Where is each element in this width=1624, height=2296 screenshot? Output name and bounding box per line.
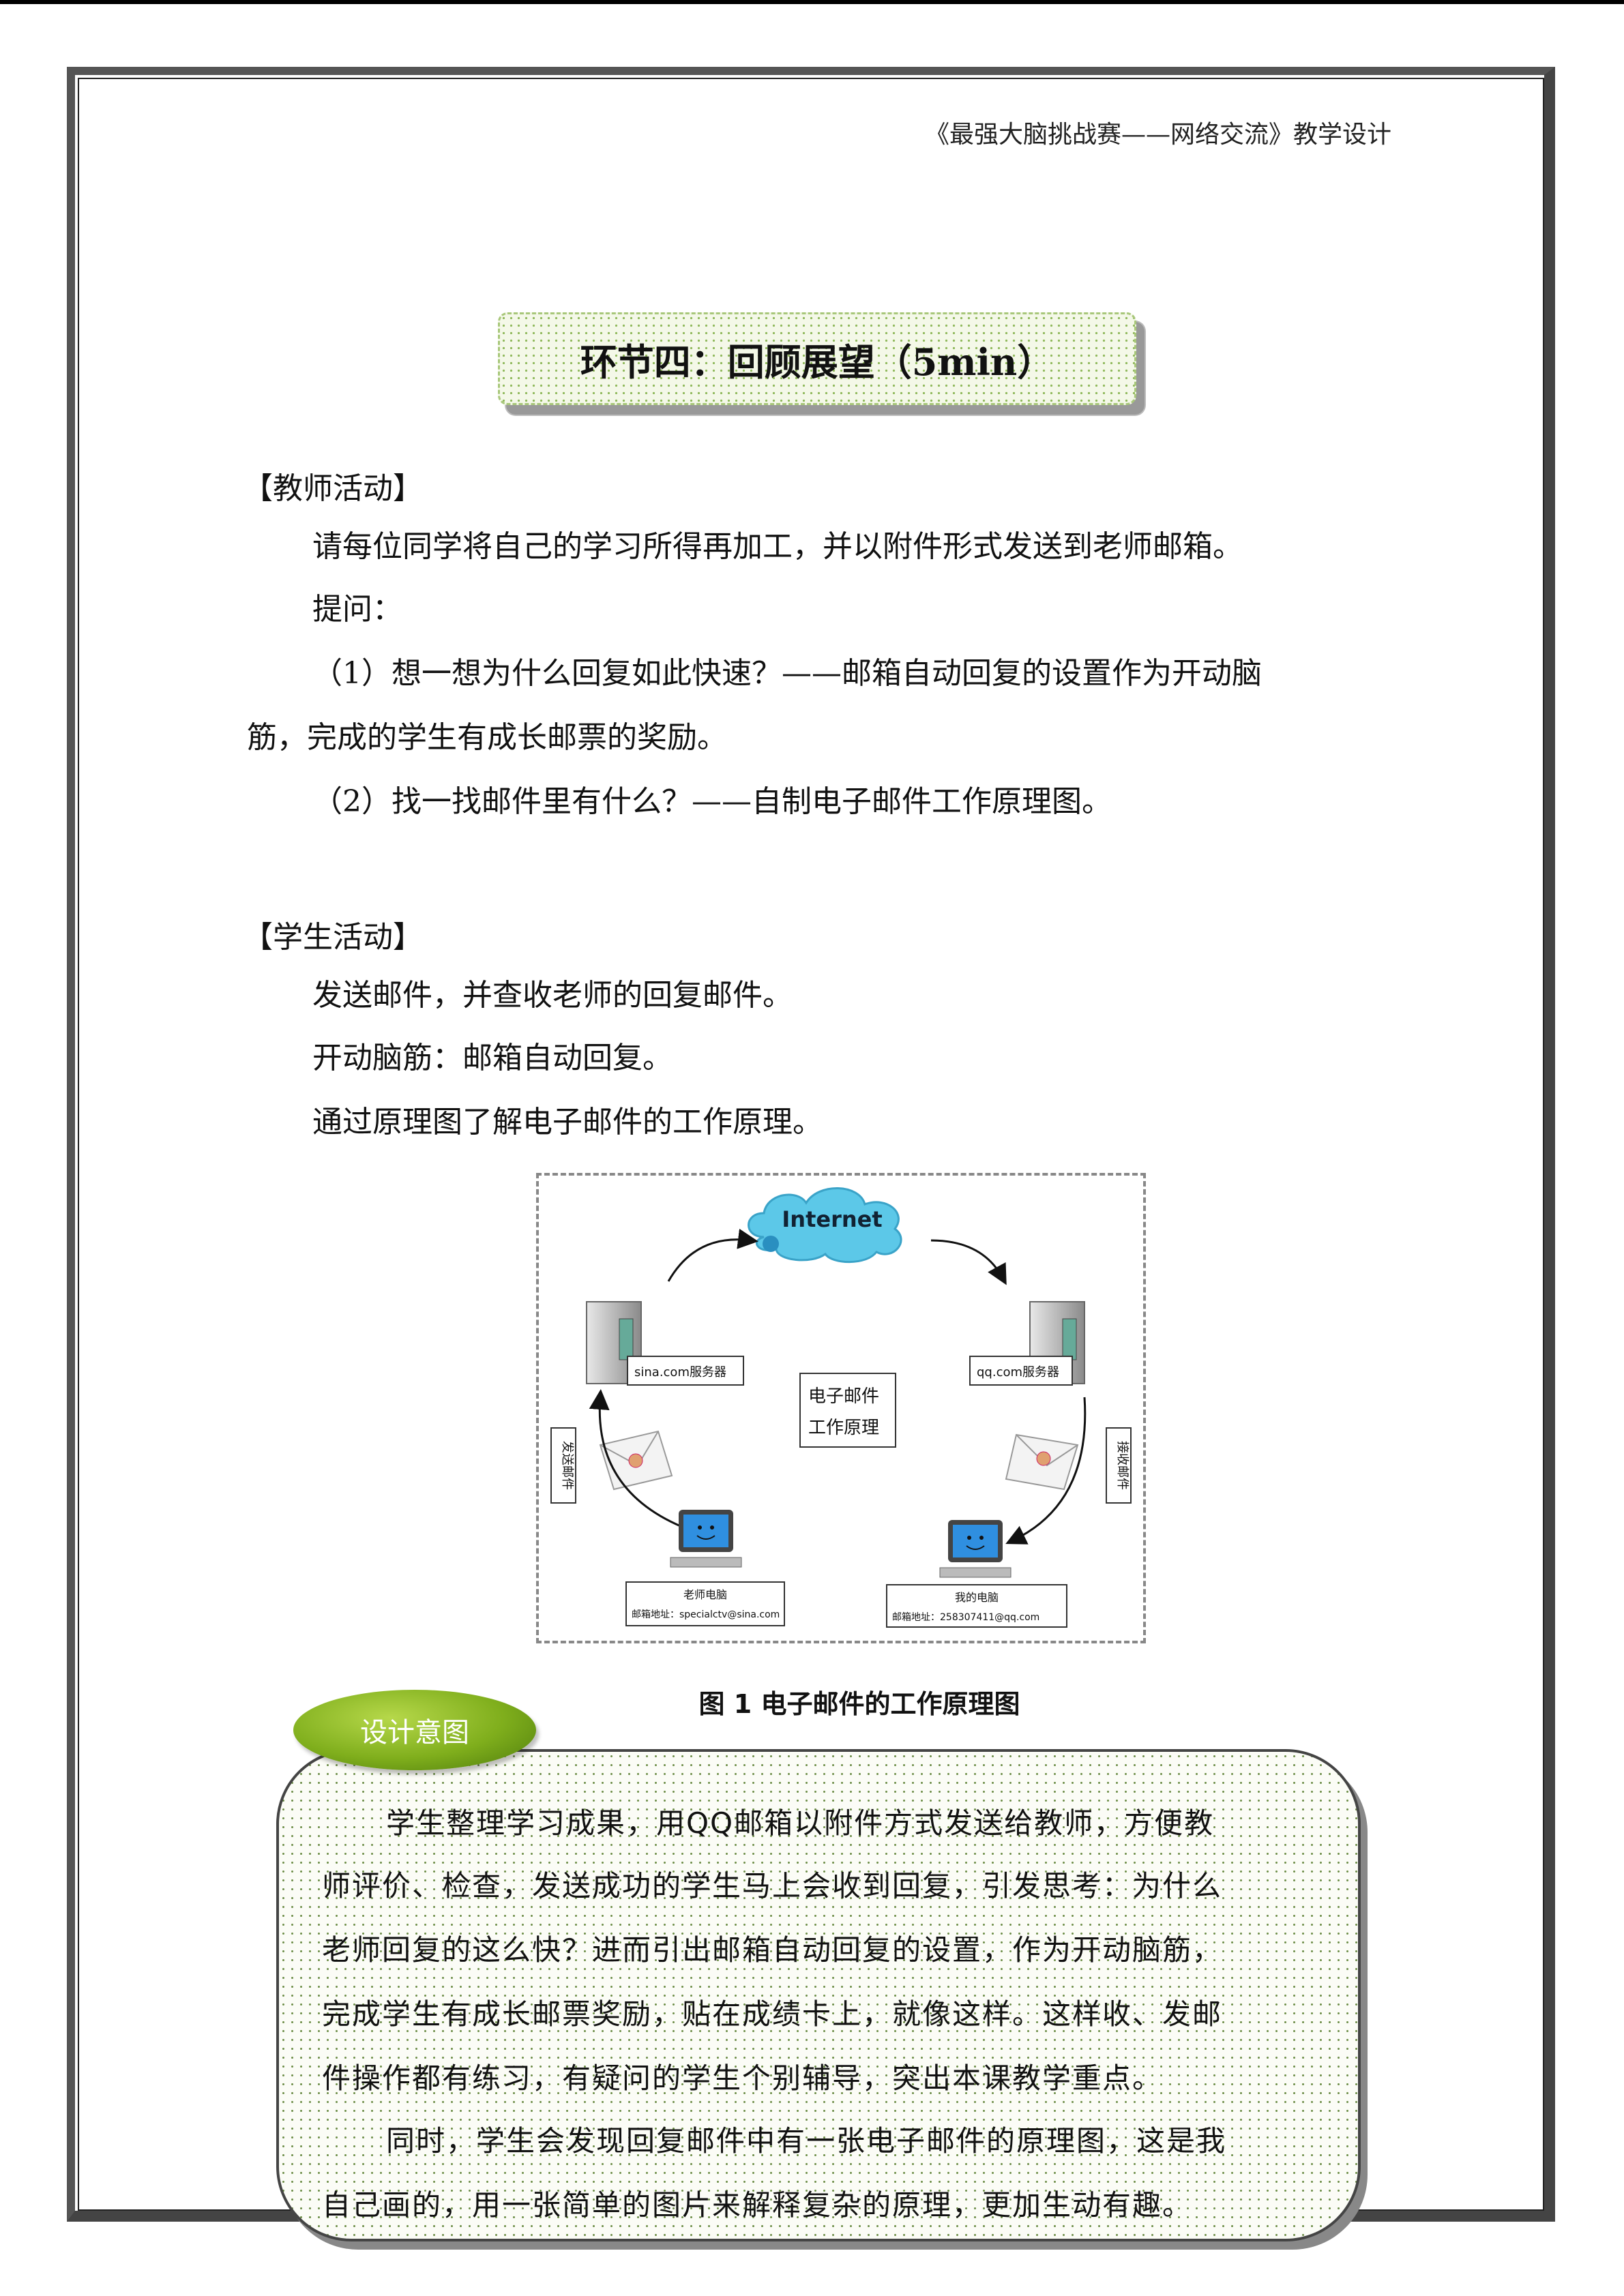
internet-label: Internet (782, 1206, 882, 1232)
intent-line-1: 学生整理学习成果，用QQ邮箱以附件方式发送给教师，方便教 (386, 1806, 1215, 1840)
intent-line-7: 自己画的，用一张简单的图片来解释复杂的原理，更加生动有趣。 (322, 2188, 1193, 2222)
intent-line-5: 件操作都有练习，有疑问的学生个别辅导，突出本课教学重点。 (322, 2061, 1163, 2095)
qq-server-box (969, 1356, 1073, 1386)
teacher-line-3: （1）想一想为什么回复如此快速？——邮箱自动回复的设置作为开动脑 (312, 656, 1262, 691)
intent-line-3: 老师回复的这么快？进而引出邮箱自动回复的设置，作为开动脑筋， (322, 1933, 1223, 1967)
my-computer-icon (939, 1520, 1012, 1578)
arrow-teacher-to-sina (589, 1389, 683, 1528)
center-label-2: 工作原理 (808, 1418, 879, 1438)
document-header: 《最强大脑挑战赛——网络交流》教学设计 (924, 121, 1391, 149)
envelope-right-icon (1005, 1433, 1079, 1491)
send-label-box (550, 1427, 576, 1504)
sina-server-label: sina.com服务器 (634, 1365, 726, 1380)
arrow-sina-to-internet (667, 1228, 758, 1282)
figure-caption: 图 1 电子邮件的工作原理图 (698, 1689, 1020, 1719)
center-box (799, 1373, 896, 1448)
email-principle-diagram: Internet sina.com服务器 qq.com服务器 电子邮件 工作原理… (536, 1173, 1146, 1643)
student-line-3: 通过原理图了解电子邮件的工作原理。 (312, 1105, 823, 1139)
teacher-email-address: 邮箱地址：specialctv@sina.com (632, 1609, 780, 1620)
teacher-line-1: 请每位同学将自己的学习所得再加工，并以附件形式发送到老师邮箱。 (312, 529, 1243, 564)
intent-line-6: 同时，学生会发现回复邮件中有一张电子邮件的原理图，这是我 (386, 2124, 1227, 2158)
teacher-activity-label: 【教师活动】 (243, 471, 423, 506)
intent-line-4: 完成学生有成长邮票奖励，贴在成绩卡上，就像这样。这样收、发邮 (322, 1997, 1223, 2031)
student-activity-label: 【学生活动】 (243, 920, 423, 955)
teacher-pc-box (625, 1581, 785, 1626)
student-line-2: 开动脑筋：邮箱自动回复。 (312, 1041, 673, 1075)
teacher-line-5: （2）找一找邮件里有什么？——自制电子邮件工作原理图。 (312, 784, 1112, 819)
arrow-internet-to-qq (930, 1239, 1007, 1285)
top-rule (0, 0, 1624, 4)
intent-line-2: 师评价、检查，发送成功的学生马上会收到回复，引发思考：为什么 (322, 1869, 1223, 1903)
design-intent-badge: 设计意图 (293, 1690, 536, 1770)
student-line-1: 发送邮件，并查收老师的回复邮件。 (312, 978, 793, 1013)
receive-label-box (1106, 1427, 1132, 1504)
design-intent-box (276, 1749, 1361, 2241)
my-pc-label: 我的电脑 (955, 1591, 999, 1604)
my-email-address: 邮箱地址：258307411@qq.com (892, 1612, 1039, 1623)
section-title: 环节四：回顾展望（5min） (498, 312, 1136, 405)
teacher-pc-label: 老师电脑 (683, 1588, 727, 1601)
center-label-1: 电子邮件 (808, 1386, 879, 1407)
teacher-line-2: 提问： (312, 592, 402, 627)
internet-cloud-icon (748, 1187, 902, 1264)
send-label: 发送邮件 (560, 1441, 574, 1490)
qq-server-label: qq.com服务器 (977, 1365, 1059, 1380)
sina-server-box (627, 1356, 744, 1386)
teacher-line-4: 筋，完成的学生有成长邮票的奖励。 (247, 720, 727, 755)
arrow-qq-to-me (1005, 1397, 1087, 1545)
teacher-computer-icon (670, 1510, 742, 1568)
envelope-left-icon (599, 1430, 673, 1491)
my-pc-box (886, 1584, 1067, 1628)
receive-label: 接收邮件 (1115, 1441, 1130, 1490)
